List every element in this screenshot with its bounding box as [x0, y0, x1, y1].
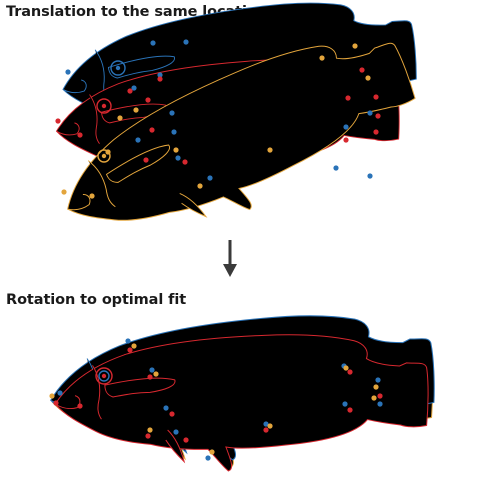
landmarks-orange-top	[61, 43, 371, 199]
eye-aligned-inner	[98, 370, 110, 382]
rotation-title: Rotation to optimal fit	[6, 292, 187, 308]
eye-red-top	[96, 98, 112, 114]
eye-red-top-dot	[101, 103, 107, 109]
landmarks-orange-bottom	[49, 343, 379, 455]
landmarks-red-bottom	[53, 347, 383, 443]
eye-orange-top	[97, 149, 111, 163]
arrow-down-icon	[223, 240, 237, 277]
eye-aligned-dot	[101, 373, 107, 379]
eye-aligned	[95, 367, 113, 385]
landmarks-red-top	[55, 67, 381, 165]
eye-orange-top-dot	[101, 153, 107, 159]
landmarks-blue-bottom	[57, 338, 383, 461]
eye-blue-top-dot	[115, 65, 121, 71]
landmarks-blue-top	[65, 39, 373, 181]
eye-blue-top	[110, 60, 126, 76]
